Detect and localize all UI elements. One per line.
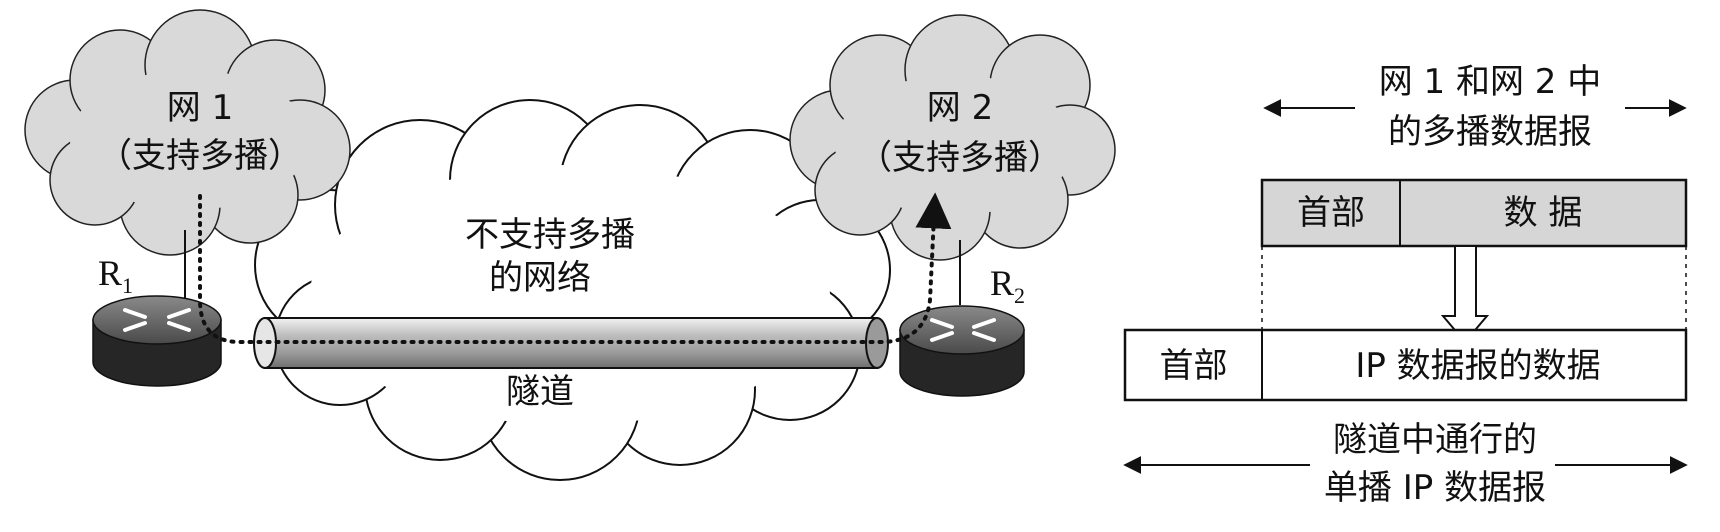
unicast-data-label: IP 数据报的数据	[1355, 346, 1601, 386]
multicast-caption-line2: 的多播数据报	[1388, 112, 1592, 152]
multicast-path-dotted	[198, 192, 952, 344]
router-r2-label: R2	[990, 263, 1026, 309]
router-r1	[92, 295, 222, 387]
encapsulation-arrow	[1440, 245, 1490, 344]
unicast-caption-line1: 隧道中通行的	[1333, 420, 1537, 460]
net1-title: 网 1	[166, 88, 234, 128]
middle-cloud-line2: 的网络	[489, 258, 591, 298]
network-2-cloud	[789, 14, 1116, 261]
unicast-caption-line2: 单播 IP 数据报	[1323, 468, 1547, 508]
multicast-header-label: 首部	[1297, 193, 1365, 233]
multicast-data-label: 数 据	[1503, 193, 1583, 233]
router-r2	[899, 305, 1025, 397]
net2-subtitle: （支持多播）	[858, 138, 1062, 178]
multicast-caption-line1: 网 1 和网 2 中	[1378, 62, 1602, 102]
unicast-header-label: 首部	[1159, 346, 1228, 386]
net2-title: 网 2	[926, 88, 994, 128]
unicast-packet	[1123, 328, 1688, 402]
tunnel-label: 隧道	[506, 372, 574, 412]
multicast-packet	[1260, 178, 1688, 248]
middle-cloud-line1: 不支持多播	[465, 215, 635, 255]
net1-subtitle: （支持多播）	[98, 136, 302, 176]
router-r1-label: R1	[98, 253, 134, 299]
network-1-cloud	[24, 9, 351, 256]
